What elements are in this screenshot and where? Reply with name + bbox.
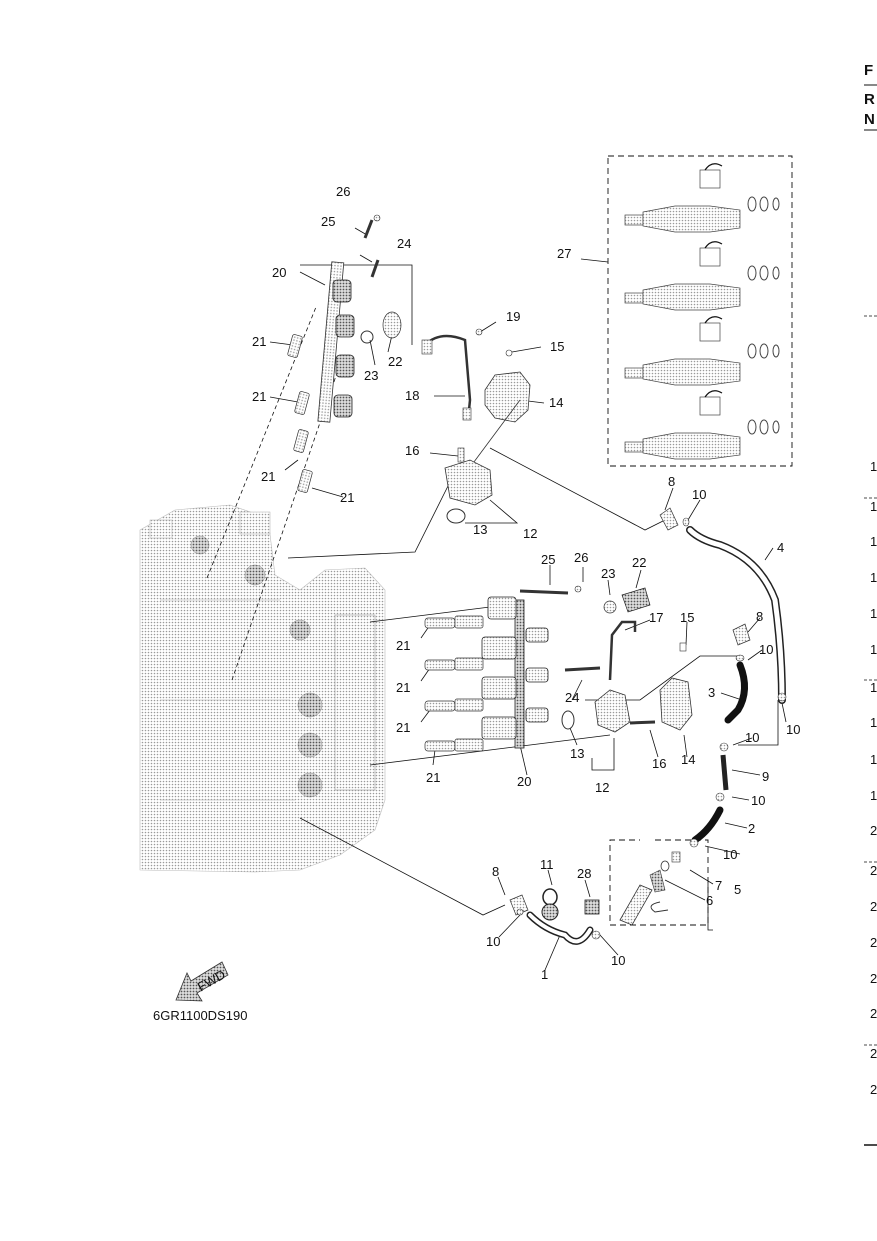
callout-10: 10 <box>759 642 773 657</box>
callout-22: 22 <box>632 555 646 570</box>
callout-22: 22 <box>388 354 402 369</box>
edge-row-number: 1 <box>870 715 877 730</box>
edge-row-number: 2 <box>870 971 877 986</box>
edge-row-number: 1 <box>870 680 877 695</box>
main-fuel-rail-assembly <box>424 585 693 752</box>
callout-10: 10 <box>786 722 800 737</box>
edge-row-number: 2 <box>870 823 877 838</box>
edge-row-number: 1 <box>870 642 877 657</box>
callout-24: 24 <box>565 690 579 705</box>
callout-25: 25 <box>321 214 335 229</box>
edge-header-1: F <box>864 62 873 79</box>
callout-15: 15 <box>550 339 564 354</box>
callout-16: 16 <box>405 443 419 458</box>
edge-row-number: 2 <box>870 1006 877 1021</box>
callout-21: 21 <box>340 490 354 505</box>
callout-20: 20 <box>517 774 531 789</box>
callout-12: 12 <box>523 526 537 541</box>
callout-18: 18 <box>405 388 419 403</box>
callout-10: 10 <box>745 730 759 745</box>
callout-13: 13 <box>570 746 584 761</box>
edge-row-number: 1 <box>870 788 877 803</box>
callout-10: 10 <box>723 847 737 862</box>
page-edge-row-numbers: 1 1 1 1 1 1 1 1 1 1 2 2 2 2 2 2 2 2 <box>870 459 877 1097</box>
callout-21: 21 <box>252 334 266 349</box>
callout-21: 21 <box>252 389 266 404</box>
callout-23: 23 <box>601 566 615 581</box>
callout-24: 24 <box>397 236 411 251</box>
callout-20: 20 <box>272 265 286 280</box>
callout-2: 2 <box>748 821 755 836</box>
edge-row-number: 1 <box>870 534 877 549</box>
edge-row-number: 2 <box>870 935 877 950</box>
callout-8: 8 <box>668 474 675 489</box>
callout-26: 26 <box>574 550 588 565</box>
callout-21: 21 <box>396 680 410 695</box>
callout-4: 4 <box>777 540 784 555</box>
edge-row-number: 2 <box>870 1082 877 1097</box>
callout-27: 27 <box>557 246 571 261</box>
callout-21: 21 <box>396 720 410 735</box>
callout-7: 7 <box>715 878 722 893</box>
callout-8: 8 <box>756 609 763 624</box>
callout-10: 10 <box>611 953 625 968</box>
callout-12: 12 <box>595 780 609 795</box>
edge-header-2: R <box>864 91 875 108</box>
callout-21: 21 <box>261 469 275 484</box>
callout-9: 9 <box>762 769 769 784</box>
edge-row-number: 1 <box>870 459 877 474</box>
edge-row-number: 2 <box>870 899 877 914</box>
callout-15: 15 <box>680 610 694 625</box>
page-edge-header: F R N <box>864 62 877 1146</box>
edge-row-number: 1 <box>870 606 877 621</box>
injector-set-27 <box>624 163 780 460</box>
edge-row-number: 2 <box>870 863 877 878</box>
edge-row-number: 1 <box>870 499 877 514</box>
callout-14: 14 <box>549 395 563 410</box>
drawing-code: 6GR1100DS190 <box>153 1008 247 1023</box>
callout-23: 23 <box>364 368 378 383</box>
edge-header-3: N <box>864 111 875 128</box>
callout-labels: 26 25 24 20 21 22 23 21 21 21 19 15 18 1… <box>252 184 800 982</box>
callout-6: 6 <box>706 893 713 908</box>
callout-14: 14 <box>681 752 695 767</box>
edge-row-number: 1 <box>870 752 877 767</box>
callout-28: 28 <box>577 866 591 881</box>
callout-10: 10 <box>692 487 706 502</box>
callout-17: 17 <box>649 610 663 625</box>
callout-21: 21 <box>426 770 440 785</box>
callout-3: 3 <box>708 685 715 700</box>
injector-set-box <box>607 155 793 467</box>
edge-row-number: 1 <box>870 570 877 585</box>
callout-21: 21 <box>396 638 410 653</box>
engine-block <box>139 504 386 873</box>
edge-row-number: 2 <box>870 1046 877 1061</box>
upper-fuel-rail-assembly <box>287 214 531 524</box>
callout-26: 26 <box>336 184 350 199</box>
callout-19: 19 <box>506 309 520 324</box>
fwd-direction-arrow: FWD <box>175 961 229 1002</box>
callout-8: 8 <box>492 864 499 879</box>
callout-1: 1 <box>541 967 548 982</box>
callout-25: 25 <box>541 552 555 567</box>
callout-13: 13 <box>473 522 487 537</box>
callout-10: 10 <box>486 934 500 949</box>
callout-11: 11 <box>540 857 554 872</box>
callout-5: 5 <box>734 882 741 897</box>
callout-10: 10 <box>751 793 765 808</box>
fuel-hoses-and-clamps <box>509 507 787 945</box>
callout-16: 16 <box>652 756 666 771</box>
